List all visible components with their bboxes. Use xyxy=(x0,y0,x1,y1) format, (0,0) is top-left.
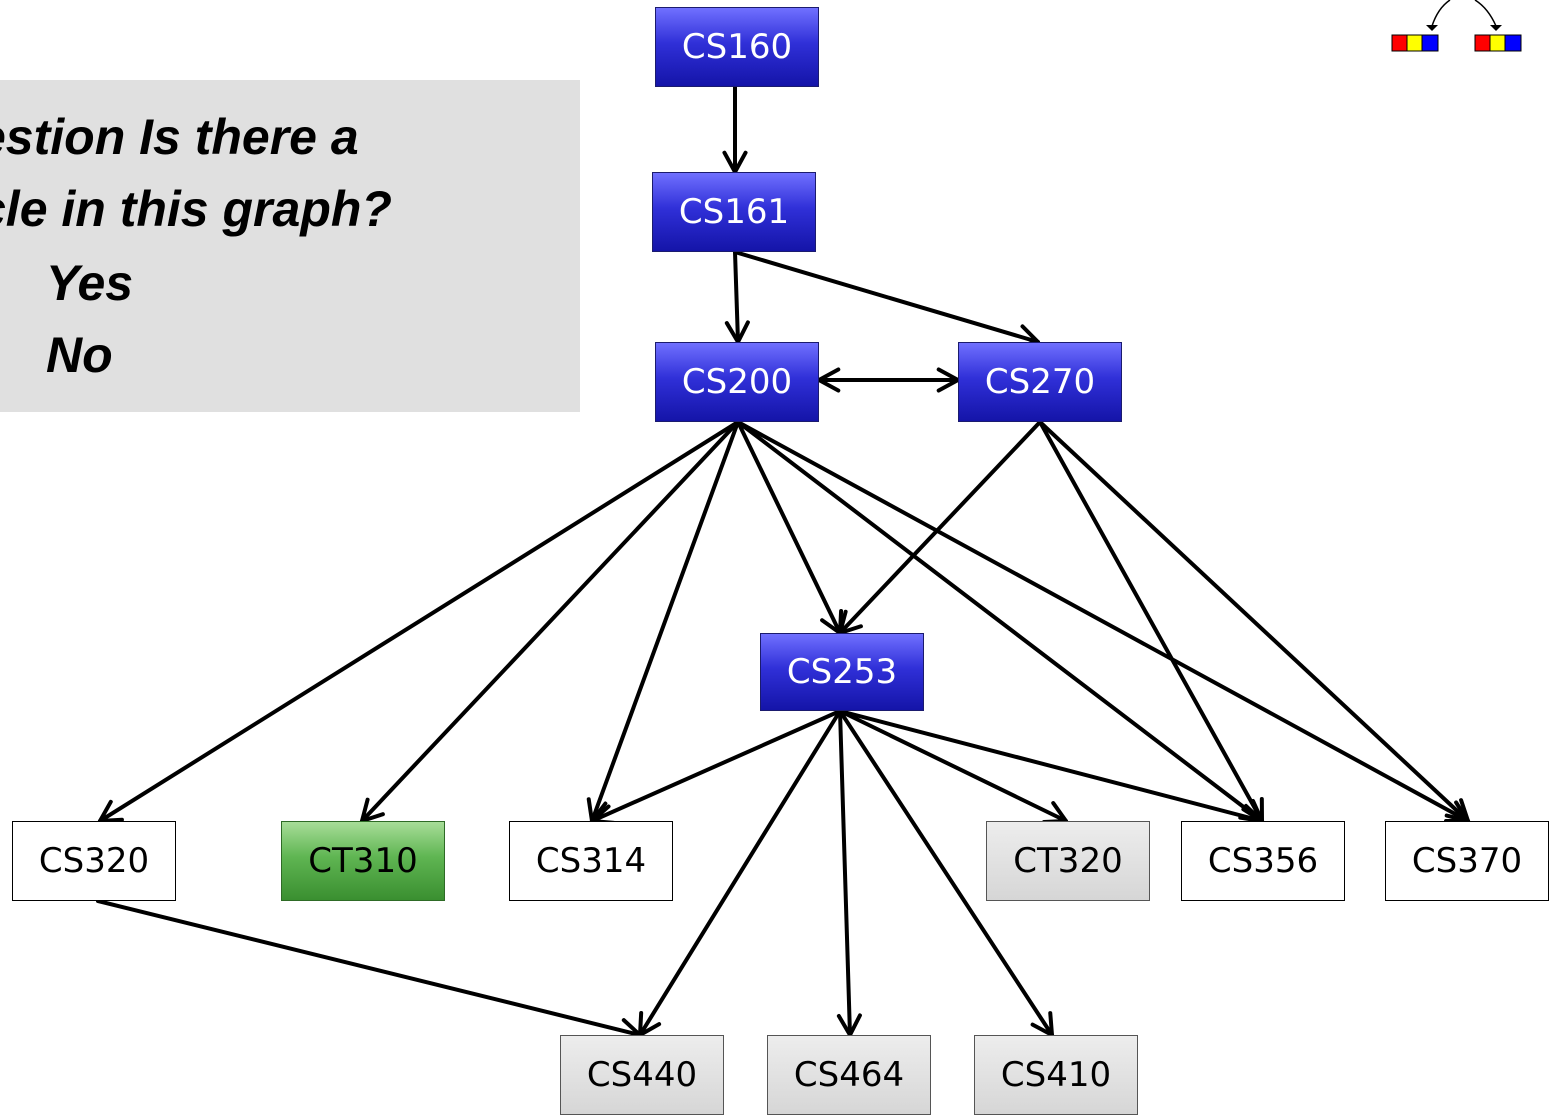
node-cs370: CS370 xyxy=(1385,821,1549,901)
node-cs253: CS253 xyxy=(760,633,924,711)
node-cs314: CS314 xyxy=(509,821,673,901)
edge-cs270-to-cs356 xyxy=(1038,420,1264,823)
edge-cs270-to-cs253 xyxy=(838,420,1042,635)
edge-cs253-to-ct320 xyxy=(838,709,1068,825)
legend-arrow-left xyxy=(1431,0,1451,27)
edge-cs161-to-cs200 xyxy=(724,250,750,344)
node-ct320: CT320 xyxy=(986,821,1150,901)
edge-cs253-to-cs464 xyxy=(836,709,862,1037)
node-ct310: CT310 xyxy=(281,821,445,901)
node-cs410: CS410 xyxy=(974,1035,1138,1115)
edge-cs200-to-cs314 xyxy=(586,420,740,823)
legend-arrowhead-right xyxy=(1490,25,1502,31)
edge-cs161-to-cs270 xyxy=(733,250,1040,349)
node-cs320: CS320 xyxy=(12,821,176,901)
node-cs356: CS356 xyxy=(1181,821,1345,901)
node-cs200: CS200 xyxy=(655,342,819,422)
question-text-line-2: cle in this graph? xyxy=(0,181,392,237)
node-cs270: CS270 xyxy=(958,342,1122,422)
edge-cs253-to-cs314 xyxy=(590,709,842,825)
question-text-line-1: estion Is there a xyxy=(0,109,359,165)
edge-cs320-to-cs440 xyxy=(96,899,642,1043)
node-cs464: CS464 xyxy=(767,1035,931,1115)
legend-arrowhead-left xyxy=(1426,25,1438,31)
question-box: estion Is there a cle in this graph? Yes… xyxy=(0,80,580,412)
graph-legend-icon xyxy=(1391,0,1522,52)
edge-cs200-to-cs356 xyxy=(736,420,1264,823)
answer-option-yes[interactable]: Yes xyxy=(46,255,134,311)
answer-option-no[interactable]: No xyxy=(46,327,113,383)
edge-cs200-to-cs253 xyxy=(736,420,844,635)
edge-cs160-to-cs161 xyxy=(722,85,748,174)
legend-block-left xyxy=(1391,34,1439,52)
legend-arrow-right xyxy=(1474,0,1497,27)
legend-block-right xyxy=(1474,34,1522,52)
node-cs440: CS440 xyxy=(560,1035,724,1115)
node-cs161: CS161 xyxy=(652,172,816,252)
edge-cs200-to-cs270 xyxy=(817,367,960,393)
node-cs160: CS160 xyxy=(655,7,819,87)
